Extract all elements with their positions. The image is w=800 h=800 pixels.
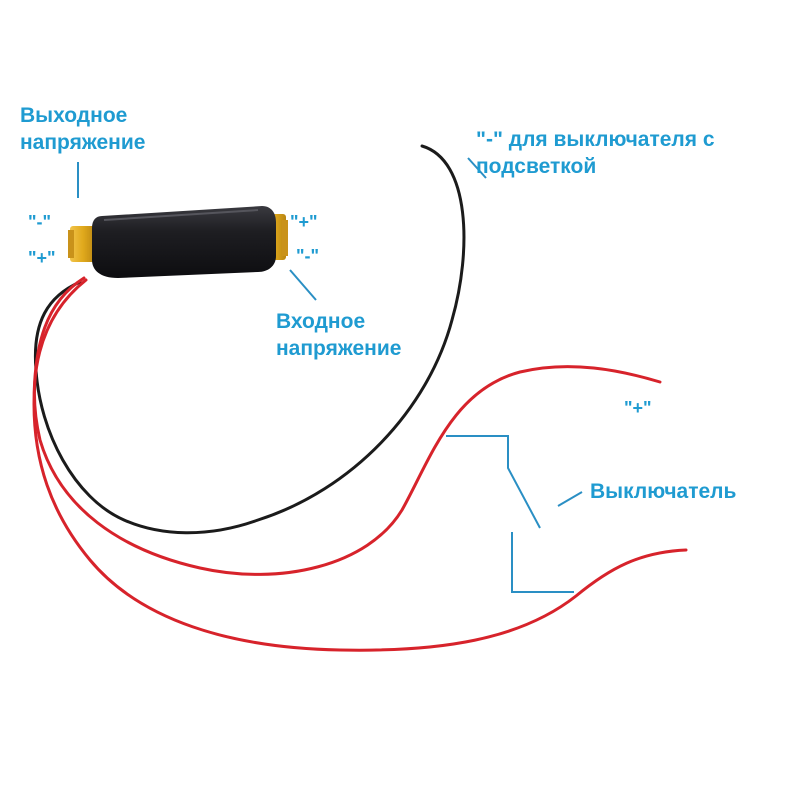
leader-minus-backlit [467, 157, 487, 179]
right-plus-label: "+" [290, 212, 318, 232]
minus-backlit-line-1: "-" для выключателя с [476, 128, 715, 151]
switch-symbol [446, 435, 541, 529]
leader-input-voltage [289, 269, 317, 301]
output-voltage-label: Выходное напряжение [20, 102, 145, 156]
minus-backlit-switch-label: "-" для выключателя с подсветкой [476, 126, 715, 180]
output-voltage-line-2: напряжение [20, 131, 146, 154]
switch-label: Выключатель [590, 478, 736, 505]
left-plus-label: "+" [28, 248, 56, 268]
left-terminal [70, 226, 96, 262]
minus-backlit-line-2: подсветкой [476, 155, 597, 178]
input-voltage-line-1: Входное [276, 310, 366, 333]
red-wire-upper [33, 278, 662, 576]
left-minus-label: "-" [28, 212, 52, 232]
leader-switch [557, 491, 583, 507]
input-voltage-label: Входное напряжение [276, 308, 401, 362]
red-wire-lower [32, 276, 688, 652]
switch-label-text: Выключатель [590, 480, 737, 503]
switch-contact [511, 532, 574, 593]
output-voltage-line-1: Выходное [20, 104, 128, 127]
right-minus-label: "-" [296, 246, 320, 266]
module-body [92, 206, 276, 278]
switch-plus-label: "+" [624, 398, 652, 418]
input-voltage-line-2: напряжение [276, 337, 402, 360]
converter-module [68, 206, 288, 278]
